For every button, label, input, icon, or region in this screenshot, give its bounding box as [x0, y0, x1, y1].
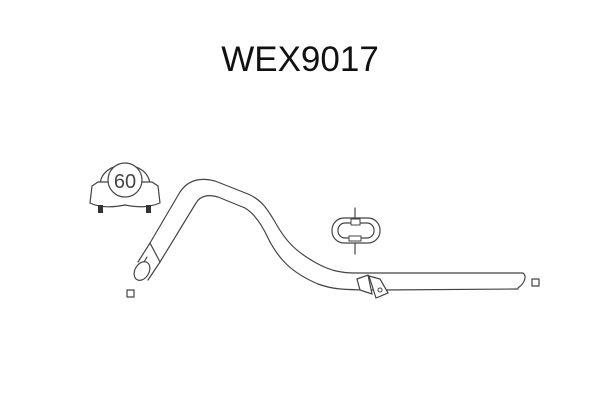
end-marker-left-icon: [126, 289, 135, 298]
end-marker-right-icon: [531, 278, 540, 287]
part-number-title: WEX9017: [221, 40, 379, 79]
clamp-icon: 60: [89, 162, 161, 213]
clamp-size-label: 60: [114, 171, 136, 193]
rubber-hanger-icon: [331, 207, 381, 255]
pipe-icon: [133, 178, 526, 291]
bracket-icon: [356, 274, 389, 299]
